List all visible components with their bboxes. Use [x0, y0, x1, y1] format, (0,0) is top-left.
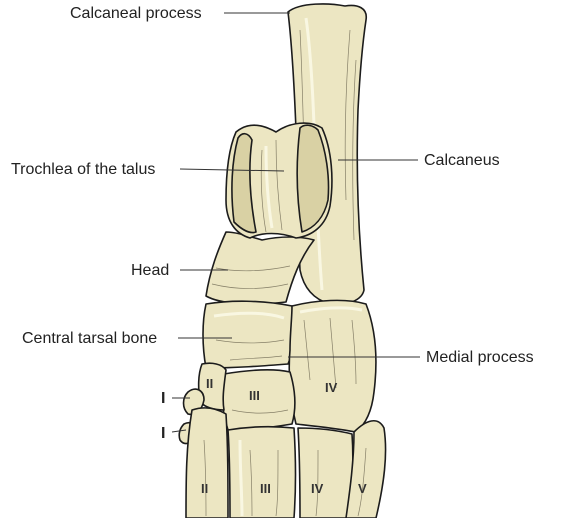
label-calcaneal-process: Calcaneal process — [70, 5, 202, 22]
numeral-metatarsal-III: III — [260, 481, 271, 496]
label-medial-process: Medial process — [426, 349, 534, 366]
numeral-tarsal-III: III — [249, 388, 260, 403]
label-tarsal-I-upper: I — [161, 390, 165, 407]
numeral-tarsal-II: II — [206, 376, 213, 391]
label-calcaneus: Calcaneus — [424, 152, 500, 169]
numeral-metatarsal-II: II — [201, 481, 208, 496]
label-trochlea-of-talus: Trochlea of the talus — [11, 161, 155, 178]
talus-bone — [205, 122, 333, 305]
label-head: Head — [131, 262, 169, 279]
fourth-tarsal-bone — [288, 299, 377, 433]
label-central-tarsal-bone: Central tarsal bone — [22, 330, 157, 347]
leader-lines — [171, 12, 420, 433]
central-tarsal-bone — [202, 300, 295, 369]
label-tarsal-I-lower: I — [161, 425, 165, 442]
numeral-metatarsal-IV: IV — [311, 481, 324, 496]
numeral-tarsal-IV: IV — [325, 380, 338, 395]
numeral-metatarsal-V: V — [358, 481, 367, 496]
metatarsal-bones — [185, 407, 387, 518]
